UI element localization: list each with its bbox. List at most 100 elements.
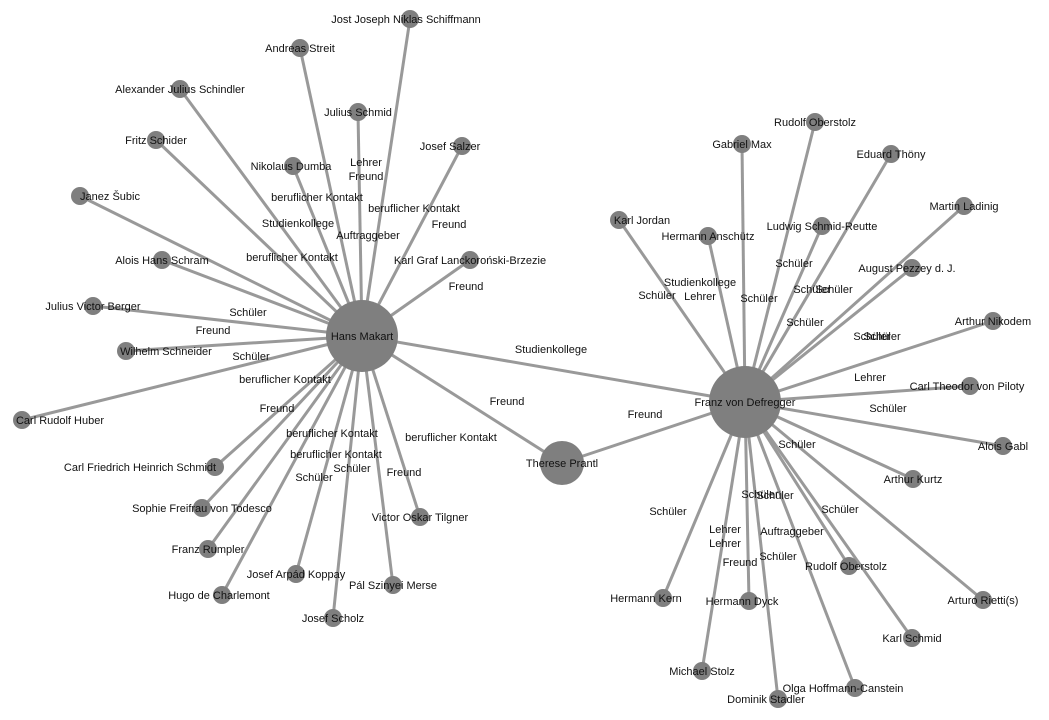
node-schneider[interactable] bbox=[117, 342, 135, 360]
node-koppay[interactable] bbox=[287, 565, 305, 583]
node-todesco[interactable] bbox=[193, 499, 211, 517]
node-label-kschmid: Karl Schmid bbox=[882, 633, 941, 645]
node-schiffmann[interactable] bbox=[401, 10, 419, 28]
edge-label: Freund bbox=[449, 281, 484, 293]
node-schider[interactable] bbox=[147, 131, 165, 149]
edge-label: beruflicher Kontakt bbox=[239, 374, 331, 386]
node-label-anschutz: Hermann Anschütz bbox=[662, 231, 755, 243]
node-label-schindler: Alexander Julius Schindler bbox=[115, 84, 245, 96]
edge-label: Schüler bbox=[863, 331, 901, 343]
edge-makart-defregger bbox=[361, 334, 746, 404]
node-label-jordan: Karl Jordan bbox=[614, 215, 670, 227]
edge-makart-huber bbox=[21, 334, 363, 422]
edge-label: beruflicher Kontakt bbox=[271, 192, 363, 204]
node-label-oberstolz1: Rudolf Oberstolz bbox=[774, 117, 856, 129]
node-subic[interactable] bbox=[71, 187, 89, 205]
edge-makart-scholz bbox=[331, 335, 364, 619]
edge-label: Freund bbox=[628, 409, 663, 421]
node-label-pezzey: August Pezzey d. J. bbox=[858, 263, 955, 275]
node-schram[interactable] bbox=[153, 251, 171, 269]
edge-label: Freund bbox=[260, 403, 295, 415]
node-berger[interactable] bbox=[84, 297, 102, 315]
node-label-gabl: Alois Gabl bbox=[978, 441, 1028, 453]
node-huber[interactable] bbox=[13, 411, 31, 429]
node-label-schram: Alois Hans Schram bbox=[115, 255, 209, 267]
node-label-berger: Julius Victor Berger bbox=[45, 301, 141, 313]
node-label-kurtz: Arthur Kurtz bbox=[884, 474, 943, 486]
edge-label: Freund bbox=[349, 171, 384, 183]
node-label-makart: Hans Makart bbox=[331, 331, 393, 343]
node-anschutz[interactable] bbox=[699, 227, 717, 245]
node-label-rietti: Arturo Rietti(s) bbox=[948, 595, 1019, 607]
edge-makart-merse bbox=[360, 335, 395, 586]
node-label-kern: Hermann Kern bbox=[610, 593, 682, 605]
edge-label: beruflicher Kontakt bbox=[368, 203, 460, 215]
node-kschmid[interactable] bbox=[903, 629, 921, 647]
edge-label: Lehrer bbox=[709, 538, 741, 550]
node-merse[interactable] bbox=[384, 576, 402, 594]
node-hoffmann[interactable] bbox=[846, 679, 864, 697]
node-charlemont[interactable] bbox=[213, 586, 231, 604]
node-label-jschmid: Julius Schmid bbox=[324, 107, 392, 119]
node-label-salzer: Josef Salzer bbox=[420, 141, 481, 153]
edge-label: Schüler bbox=[815, 284, 853, 296]
node-nikodem[interactable] bbox=[984, 312, 1002, 330]
node-label-reutte: Ludwig Schmid-Reutte bbox=[767, 221, 878, 233]
node-lanckoronski[interactable] bbox=[461, 251, 479, 269]
node-dumba[interactable] bbox=[284, 157, 302, 175]
node-label-koppay: Josef Arpád Koppay bbox=[247, 569, 346, 581]
node-stolz[interactable] bbox=[693, 662, 711, 680]
node-thony[interactable] bbox=[882, 145, 900, 163]
node-jschmid[interactable] bbox=[349, 103, 367, 121]
node-pezzey[interactable] bbox=[903, 259, 921, 277]
edge-label: Freund bbox=[490, 396, 525, 408]
node-label-oberstolz2: Rudolf Oberstolz bbox=[805, 561, 887, 573]
node-reutte[interactable] bbox=[813, 217, 831, 235]
node-label-schneider: Wilhelm Schneider bbox=[120, 346, 212, 358]
node-oberstolz1[interactable] bbox=[806, 113, 824, 131]
node-ladinig[interactable] bbox=[955, 197, 973, 215]
node-hschmidt[interactable] bbox=[206, 458, 224, 476]
edge-label: Freund bbox=[387, 467, 422, 479]
node-scholz[interactable] bbox=[324, 609, 342, 627]
edge-label: Schüler bbox=[786, 317, 824, 329]
node-schindler[interactable] bbox=[171, 80, 189, 98]
node-label-todesco: Sophie Freifrau von Todesco bbox=[132, 503, 272, 515]
node-label-hschmidt: Carl Friedrich Heinrich Schmidt bbox=[64, 462, 216, 474]
edge-defregger-gabl bbox=[744, 400, 1004, 448]
edge-label: Schüler bbox=[740, 293, 778, 305]
node-rumpler[interactable] bbox=[199, 540, 217, 558]
edge-label: Studienkollege bbox=[262, 218, 334, 230]
node-prantl[interactable] bbox=[540, 441, 584, 485]
edge-makart-subic bbox=[79, 194, 363, 338]
edge-makart-schiffmann bbox=[360, 18, 412, 337]
node-gabl[interactable] bbox=[994, 437, 1012, 455]
node-max[interactable] bbox=[733, 135, 751, 153]
edge-label: beruflicher Kontakt bbox=[290, 449, 382, 461]
node-makart[interactable] bbox=[326, 300, 398, 372]
node-kern[interactable] bbox=[654, 589, 672, 607]
node-oberstolz2[interactable] bbox=[840, 557, 858, 575]
node-label-hoffmann: Olga Hoffmann-Canstein bbox=[783, 683, 904, 695]
edge-defregger-hoffmann bbox=[743, 401, 857, 689]
node-label-rumpler: Franz Rumpler bbox=[172, 544, 245, 556]
node-jordan[interactable] bbox=[610, 211, 628, 229]
edge-defregger-ladinig bbox=[743, 204, 966, 404]
edge-label: Freund bbox=[196, 325, 231, 337]
node-dyck[interactable] bbox=[740, 592, 758, 610]
node-defregger[interactable] bbox=[709, 366, 781, 438]
node-piloty[interactable] bbox=[961, 377, 979, 395]
node-stadler[interactable] bbox=[769, 690, 787, 708]
edge-label: Lehrer bbox=[350, 157, 382, 169]
edge-label: Schüler bbox=[759, 551, 797, 563]
node-tilgner[interactable] bbox=[411, 508, 429, 526]
node-salzer[interactable] bbox=[453, 137, 471, 155]
node-label-dyck: Hermann Dyck bbox=[706, 596, 779, 608]
node-label-charlemont: Hugo de Charlemont bbox=[168, 590, 270, 602]
node-streit[interactable] bbox=[291, 39, 309, 57]
node-rietti[interactable] bbox=[974, 591, 992, 609]
edge-makart-schindler bbox=[178, 88, 364, 337]
edge-makart-jschmid bbox=[356, 111, 364, 337]
node-kurtz[interactable] bbox=[904, 470, 922, 488]
